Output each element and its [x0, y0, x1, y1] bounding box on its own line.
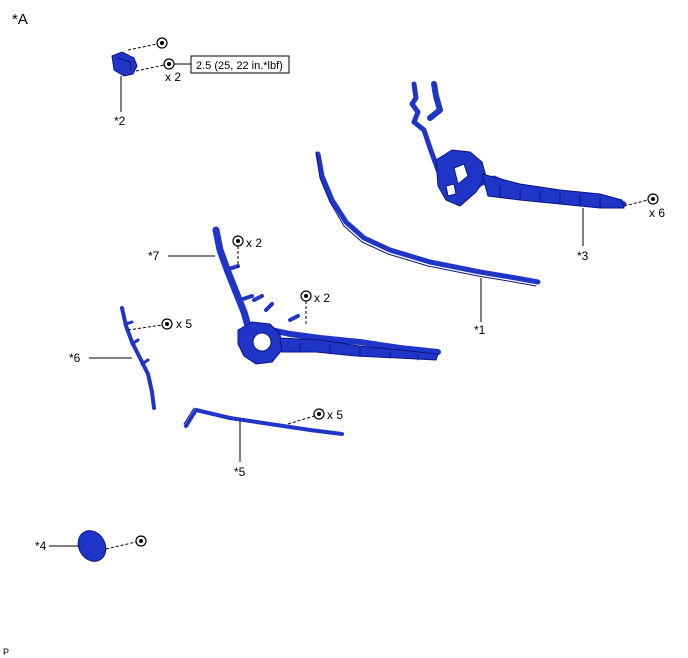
qty-part-3-screws: x 6 — [649, 206, 665, 220]
screw-icon — [287, 408, 325, 425]
qty-part-6-screws: x 5 — [176, 317, 192, 331]
part-6-side-molding: *6 — [69, 306, 156, 410]
qty-part-2-clips: x 2 — [165, 70, 181, 84]
part-1-upper-molding: *1 — [315, 151, 541, 337]
label-part-4: *4 — [35, 539, 47, 553]
part-7-radiator-grille: *7 — [148, 226, 441, 365]
part-2-bracket: *2 — [111, 51, 138, 128]
figure-id: *A — [12, 11, 28, 28]
label-part-7: *7 — [148, 249, 160, 263]
part-3-support-bracket: *3 — [409, 81, 627, 263]
screw-icon — [127, 318, 173, 331]
torque-spec: 2.5 (25, 22 in.*lbf) — [196, 60, 283, 72]
label-part-6: *6 — [69, 351, 81, 365]
screw-icon — [623, 193, 659, 207]
screw-icon — [232, 235, 244, 268]
part-5-lower-molding: *5 — [183, 407, 344, 479]
clip-icon — [135, 58, 191, 72]
clip-icon — [105, 535, 147, 550]
clip-icon — [127, 37, 168, 51]
label-part-1: *1 — [474, 323, 486, 337]
qty-part-7-mid-screws: x 2 — [314, 291, 330, 305]
label-part-2: *2 — [114, 114, 126, 128]
torque-spec-box: 2.5 (25, 22 in.*lbf) — [190, 55, 290, 74]
screw-icon — [300, 290, 312, 324]
footer-code: P — [3, 647, 9, 657]
part-4-round-cap: *4 — [35, 530, 107, 562]
qty-part-7-top-screws: x 2 — [246, 236, 262, 250]
label-part-5: *5 — [234, 465, 246, 479]
label-part-3: *3 — [577, 249, 589, 263]
qty-part-5-screws: x 5 — [327, 408, 343, 422]
